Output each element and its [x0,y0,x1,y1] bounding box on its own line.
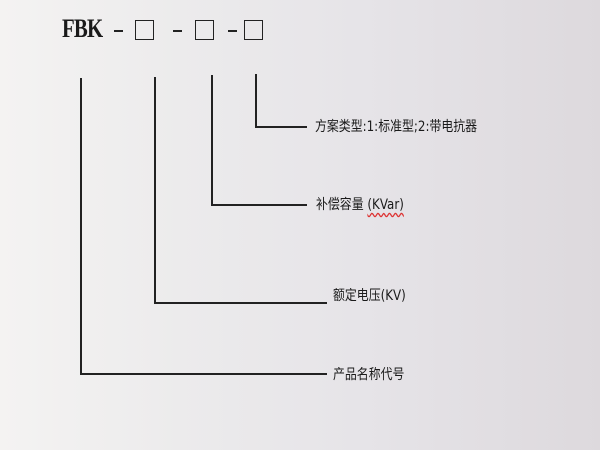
leader-scheme-vertical [255,74,257,127]
label-rated-voltage: 额定电压(KV) [333,288,406,304]
leader-scheme-horizontal [255,126,307,128]
dash-2 [173,30,182,32]
leader-voltage-vertical [154,77,156,303]
model-code-prefix: FBK [62,14,103,43]
dash-1 [114,30,123,32]
label-product-code: 产品名称代号 [333,367,405,383]
leader-voltage-horizontal [154,302,327,304]
label-compensation-capacity: 补偿容量 (KVar) [316,194,404,214]
placeholder-box-scheme [244,20,263,40]
capacity-unit: (KVar) [367,197,404,213]
leader-capacity-horizontal [211,204,307,206]
placeholder-box-voltage [135,20,154,40]
dash-3 [228,30,237,32]
leader-product-horizontal [80,373,327,375]
label-scheme-type: 方案类型:1:标准型;2:带电抗器 [315,119,478,135]
leader-capacity-vertical [211,75,213,205]
capacity-text: 补偿容量 [316,197,364,213]
placeholder-box-capacity [195,20,214,40]
leader-product-vertical [80,78,82,374]
